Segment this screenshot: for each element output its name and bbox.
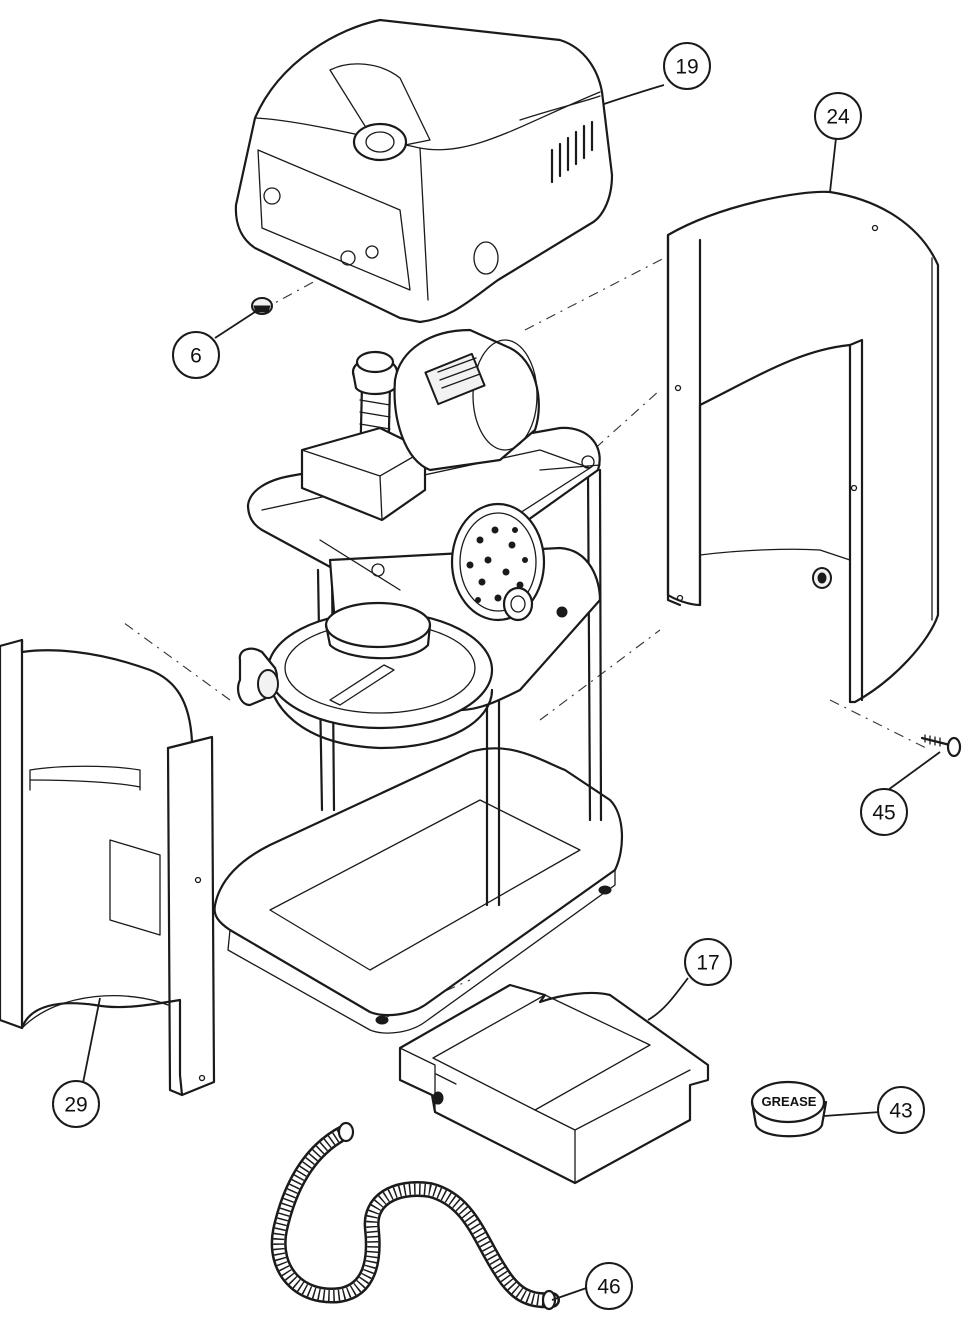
pulley-pattern [466,526,528,603]
grease-cap-label: GREASE [762,1094,817,1109]
callout-24: 24 [814,92,862,140]
callout-19-label: 19 [675,56,698,79]
top-cover [234,18,614,324]
callout-24-label: 24 [826,106,850,129]
callout-6: 6 [172,331,220,379]
drip-tray [398,983,710,1185]
screw-part [920,734,962,758]
callout-43-label: 43 [889,1100,912,1123]
callout-19: 19 [663,42,711,90]
callout-17: 17 [684,938,732,986]
callout-29-label: 29 [64,1094,87,1117]
callout-45-label: 45 [872,802,895,825]
grease-cap: GREASE [750,1080,828,1138]
callout-43: 43 [877,1086,925,1134]
callout-29: 29 [52,1080,100,1128]
left-panel [0,638,216,1097]
callout-45: 45 [860,788,908,836]
machine-body [213,328,624,1034]
callout-46-label: 46 [597,1276,620,1299]
right-panel [666,190,940,704]
cover-vent-slots [550,120,594,184]
callout-6-label: 6 [190,345,202,368]
callout-17-label: 17 [696,952,719,975]
drain-hose [270,1121,560,1311]
leader-lines [81,84,941,1301]
callout-46: 46 [585,1262,633,1310]
